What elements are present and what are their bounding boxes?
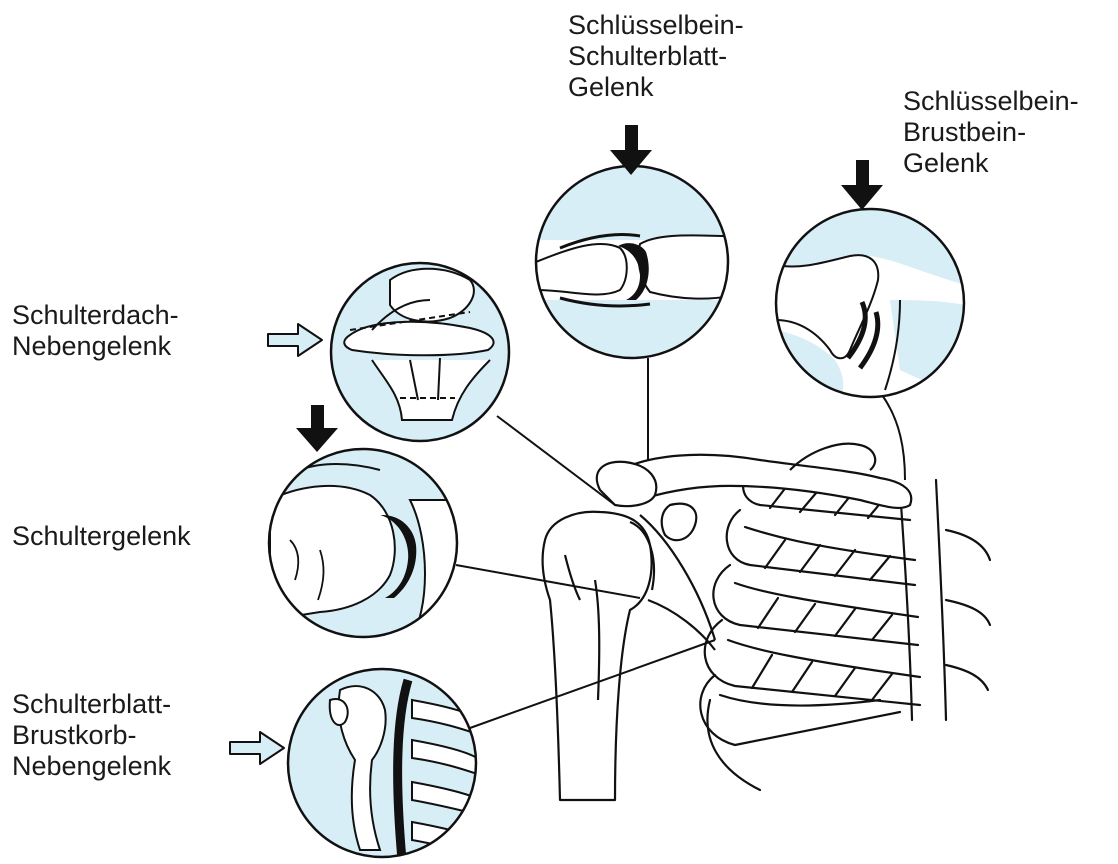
label-line: Schulterblatt- bbox=[568, 41, 744, 72]
sc-joint-inset bbox=[776, 209, 965, 400]
label-line: Schlüsselbein- bbox=[903, 86, 1079, 117]
label-scapulothoracic-joint: Schulterblatt- Brustkorb- Nebengelenk bbox=[12, 689, 171, 782]
label-line: Schultergelenk bbox=[12, 521, 191, 552]
solid-arrow-sc bbox=[841, 160, 883, 210]
glenohumeral-inset bbox=[269, 449, 460, 640]
ac-joint-inset bbox=[530, 160, 740, 370]
label-line: Schulterblatt- bbox=[12, 689, 171, 720]
label-line: Brustkorb- bbox=[12, 720, 171, 751]
subacromial-inset bbox=[331, 263, 509, 441]
label-line: Nebengelenk bbox=[12, 331, 179, 362]
outline-arrow-st bbox=[230, 732, 284, 764]
label-sternoclavicular-joint: Schlüsselbein- Brustbein- Gelenk bbox=[903, 86, 1079, 179]
label-line: Gelenk bbox=[903, 148, 1079, 179]
solid-arrow-gh bbox=[296, 405, 338, 452]
label-line: Nebengelenk bbox=[12, 751, 171, 782]
clavicle bbox=[615, 444, 911, 508]
scapulothoracic-inset bbox=[285, 669, 485, 859]
label-line: Schlüsselbein- bbox=[568, 10, 744, 41]
label-acromioclavicular-joint: Schlüsselbein- Schulterblatt- Gelenk bbox=[568, 10, 744, 103]
label-subacromial-joint: Schulterdach- Nebengelenk bbox=[12, 300, 179, 362]
label-line: Brustbein- bbox=[903, 117, 1079, 148]
humerus bbox=[543, 512, 654, 800]
label-line: Gelenk bbox=[568, 72, 744, 103]
leader-lines bbox=[456, 358, 905, 728]
outline-arrow-sub bbox=[268, 324, 322, 356]
label-glenohumeral-joint: Schultergelenk bbox=[12, 521, 191, 552]
ribcage bbox=[700, 460, 990, 790]
label-line: Schulterdach- bbox=[12, 300, 179, 331]
